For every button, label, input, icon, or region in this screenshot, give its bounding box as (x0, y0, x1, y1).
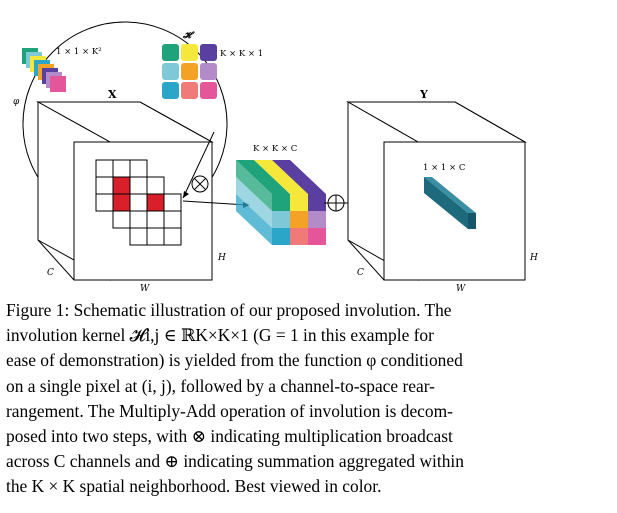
tensor-side-stripe (236, 160, 272, 211)
arrow-to-center (182, 131, 215, 199)
input-H-dim: H (217, 253, 226, 263)
output-W-dim: W (456, 284, 466, 292)
caption-line: ease of demonstration) is yielded from t… (6, 350, 463, 371)
tensor-top-stripe (272, 160, 326, 194)
grid-cell (95, 159, 114, 178)
add-symbol (324, 194, 345, 212)
grid-cell (112, 159, 131, 178)
caption-line: involution kernel 𝓗i,j ∈ ℝK×K×1 (G = 1 i… (6, 325, 434, 346)
tensor-front-cell (272, 211, 290, 228)
phi-symbol: φ (13, 97, 20, 107)
tensor-top-stripe (254, 160, 308, 194)
grid-cell (146, 227, 165, 246)
grid-cell (129, 227, 148, 246)
tensor-front-cell (290, 211, 308, 228)
H-kernel-grid (162, 44, 217, 99)
output-pixel-label: 1 × 1 × C (423, 163, 465, 173)
mid-tensor (236, 160, 326, 245)
output-H-dim: H (529, 253, 538, 263)
grid-cell (95, 193, 114, 212)
caption-line: the K × K spatial neighborhood. Best vie… (6, 476, 382, 497)
phi-kernel-stack (22, 48, 66, 92)
grid-cell (112, 210, 131, 229)
neighborhood-grid (95, 159, 182, 246)
tensor-side-stripe (236, 194, 272, 245)
output-label-Y: Y (419, 88, 428, 101)
input-label-X: X (108, 88, 117, 101)
grid-cell (112, 176, 131, 195)
grid-cell (146, 193, 165, 212)
input-C-dim: C (47, 268, 54, 278)
multiply-symbol (191, 175, 209, 193)
input-cube-X (36, 101, 214, 281)
H-kernel-label: K × K × 1 (220, 49, 263, 59)
tensor-front-cell (290, 194, 308, 211)
grid-cell (146, 210, 165, 229)
involution-diagram: 1 × 1 × K² φ 𝓗 K × K × 1 X H W C K (13, 21, 538, 292)
output-C-dim: C (357, 268, 364, 278)
output-pixel-bar (424, 177, 476, 229)
input-W-dim: W (140, 284, 150, 292)
grid-cell (163, 227, 182, 246)
caption-line: posed into two steps, with ⊗ indicating … (6, 426, 453, 447)
grid-cell (146, 176, 165, 195)
grid-cell (163, 210, 182, 229)
tensor-front-cell (290, 228, 308, 245)
tensor-front-cell (272, 228, 290, 245)
figure-caption: Figure 1: Schematic illustration of our … (6, 298, 551, 500)
grid-cell (95, 176, 114, 195)
H-symbol: 𝓗 (182, 31, 195, 41)
grid-cell (129, 210, 148, 229)
phi-kernel-label: 1 × 1 × K² (56, 47, 102, 57)
tensor-side-stripe (236, 177, 272, 228)
grid-cell (129, 176, 148, 195)
tensor-front-cell (272, 194, 290, 211)
grid-cell (112, 193, 131, 212)
grid-cell (129, 193, 148, 212)
tensor-front-cell (308, 194, 326, 211)
tensor-front-cell (308, 228, 326, 245)
caption-line: rangement. The Multiply-Add operation of… (6, 400, 453, 421)
grid-cell (129, 159, 148, 178)
caption-line: Figure 1: Schematic illustration of our … (6, 300, 452, 320)
caption-line: across C channels and ⊕ indicating summa… (6, 451, 464, 472)
grid-cell (163, 193, 182, 212)
caption-line: on a single pixel at (i, j), followed by… (6, 375, 435, 396)
tensor-front-cell (308, 211, 326, 228)
mid-tensor-label: K × K × C (253, 144, 297, 154)
tensor-top-stripe (236, 160, 290, 194)
